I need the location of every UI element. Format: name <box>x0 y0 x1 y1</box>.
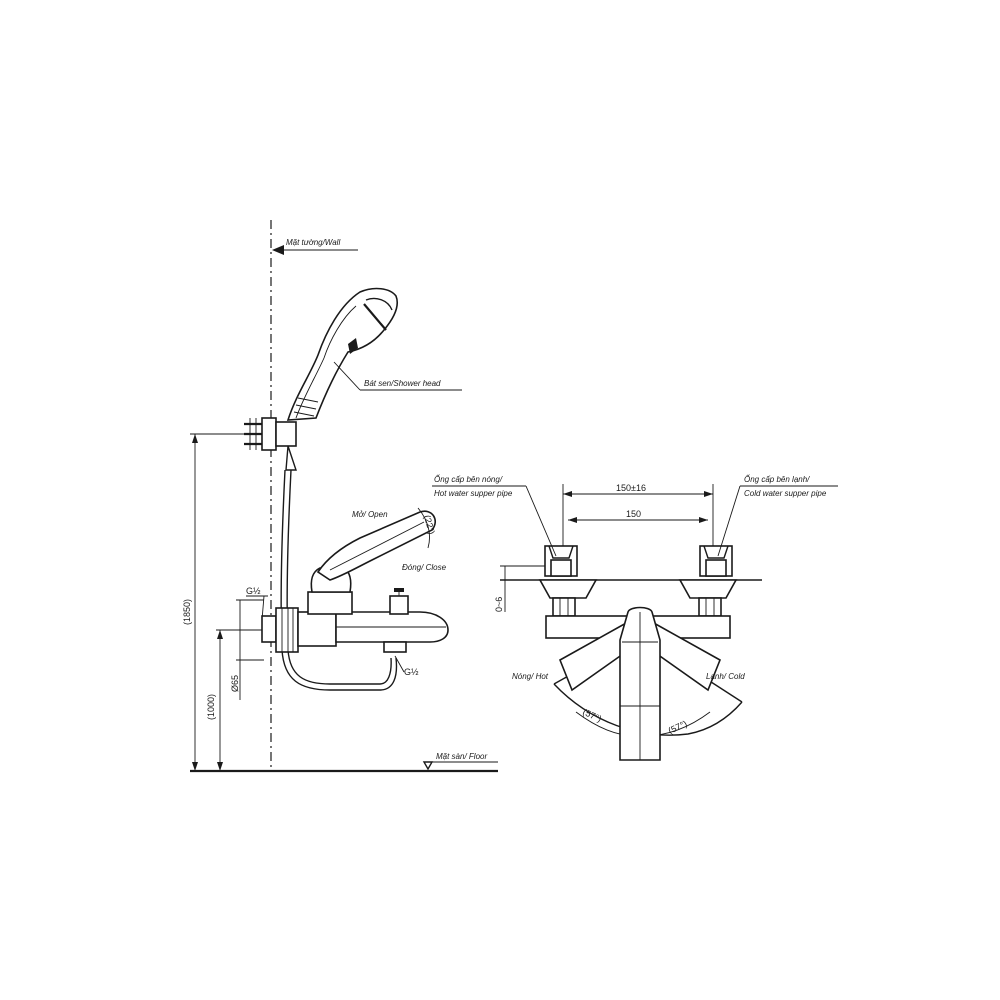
mixer-body <box>261 567 449 653</box>
wall-label: Mặt tường/Wall <box>286 238 340 247</box>
floor-label: Mặt sàn/ Floor <box>436 752 487 761</box>
hot-pipe-connector <box>538 545 598 617</box>
hot-label: Nóng/ Hot <box>512 672 549 681</box>
height-mixer-dim: (1000) <box>206 694 216 720</box>
cold-pipe-label-vi: Ống cấp bên lạnh/ <box>744 475 810 484</box>
angle-left-dim: (57°) <box>581 707 603 724</box>
hot-pipe-label-en: Hot water supper pipe <box>434 489 513 498</box>
cold-pipe-label-en: Cold water supper pipe <box>744 489 827 498</box>
angle-right-dim: (57°) <box>667 718 689 735</box>
thread-bottom-dim: G½ <box>404 667 419 677</box>
wall-arrow-icon <box>272 245 284 255</box>
height-total-dim: (1850) <box>182 599 192 625</box>
floor-marker-icon <box>422 761 434 771</box>
diameter-dim: Ø65 <box>230 675 240 692</box>
lever-angle-dim: (22°) <box>422 514 437 536</box>
rotation-sector <box>553 683 743 736</box>
shower-head <box>286 287 399 421</box>
spacing-dim: 150 <box>626 509 641 519</box>
close-label: Đóng/ Close <box>402 563 447 572</box>
hose <box>280 469 398 691</box>
open-label: Mở/ Open <box>352 510 388 519</box>
shower-bracket <box>244 417 297 471</box>
thread-top-dim: G½ <box>246 586 261 596</box>
cold-label: Lạnh/ Cold <box>706 672 745 681</box>
spacing-tol-dim: 150±16 <box>616 483 646 493</box>
offset-dim: 0~6 <box>494 597 504 612</box>
hot-pipe-label-vi: Ống cấp bên nóng/ <box>434 475 503 484</box>
side-view: Mặt tường/Wall Mặt sàn/ Floor (1850) (10… <box>182 220 498 773</box>
lever-handle <box>316 510 436 581</box>
front-view: 0~6 150±16 150 <box>432 475 838 761</box>
cold-pipe-connector <box>678 545 738 617</box>
shower-head-label: Bát sen/Shower head <box>364 379 441 388</box>
